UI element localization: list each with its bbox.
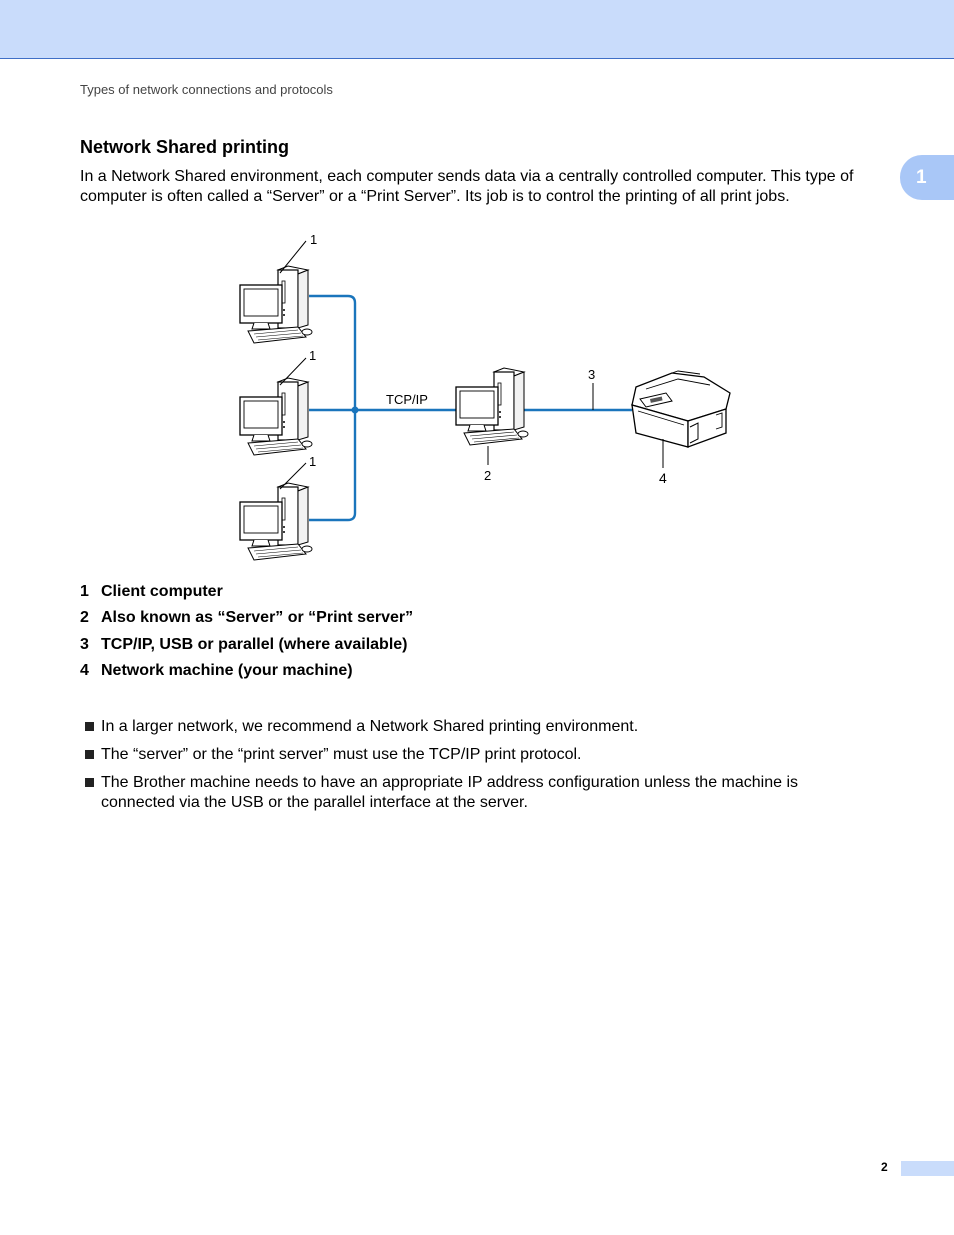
client-computer-2: [239, 377, 313, 456]
client-1-link: [309, 294, 357, 522]
callout-label-client-2: 1: [309, 348, 316, 363]
square-bullet-icon: [85, 778, 94, 787]
list-item: The “server” or the “print server” must …: [84, 745, 874, 765]
square-bullet-icon: [85, 750, 94, 759]
network-machine: [631, 370, 731, 448]
callout-label-connection: 3: [588, 367, 595, 382]
client-computer-3: [239, 482, 313, 561]
network-diagram: 1 1 1 TCP/IP 3 2 4: [0, 225, 954, 575]
notes-list: In a larger network, we recommend a Netw…: [84, 717, 874, 821]
list-item: In a larger network, we recommend a Netw…: [84, 717, 874, 737]
running-head: Types of network connections and protoco…: [80, 82, 333, 97]
square-bullet-icon: [85, 722, 94, 731]
callout-label-machine: 4: [659, 470, 667, 486]
network-junction: [351, 406, 359, 414]
header-band: [0, 0, 954, 59]
server-computer: [455, 367, 529, 446]
page-number: 2: [881, 1160, 888, 1174]
callout-label-server: 2: [484, 468, 491, 483]
client-computer-1: [239, 265, 313, 344]
footer-band: [901, 1161, 954, 1176]
section-title: Network Shared printing: [80, 137, 290, 157]
list-item: The Brother machine needs to have an app…: [84, 773, 874, 813]
callout-label-client-1: 1: [310, 232, 317, 247]
link-label-tcpip: TCP/IP: [386, 392, 428, 407]
callout-label-client-3: 1: [309, 454, 316, 469]
chapter-tab[interactable]: 1: [900, 155, 954, 200]
intro-paragraph: In a Network Shared environment, each co…: [80, 168, 854, 205]
